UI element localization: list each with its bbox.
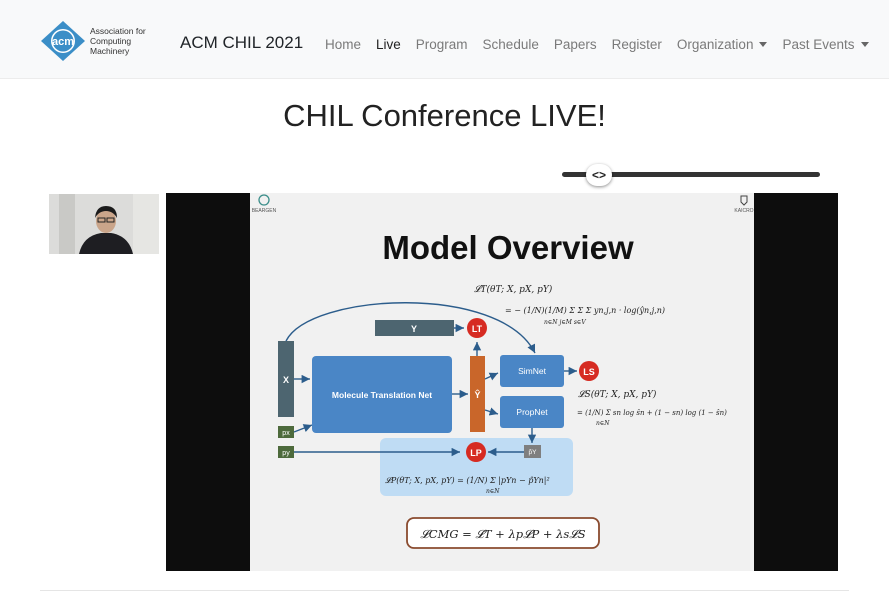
ls-loss-circle bbox=[579, 361, 599, 381]
nav-home[interactable]: Home bbox=[325, 37, 362, 52]
simnet-label: SimNet bbox=[518, 366, 547, 376]
lt-equation-sub: n∈N j∈M s∈V bbox=[544, 319, 586, 326]
px-box bbox=[278, 426, 294, 438]
lp-equation-sub: n∈N bbox=[486, 488, 500, 495]
lp-equation: 𝓛P(θT; X, pX, pY) = (1/N) Σ |pYn − p̂Yn|… bbox=[385, 476, 550, 485]
ls-equation-sub: n∈N bbox=[596, 420, 610, 427]
kaicro-logo: KAICRO bbox=[734, 195, 754, 214]
molecule-translation-net-box bbox=[312, 356, 452, 433]
lp-loss-label: LP bbox=[470, 448, 482, 458]
logo-line-2: Computing Machinery bbox=[90, 36, 132, 56]
beargen-logo-text: BEARGEN bbox=[252, 208, 277, 214]
nav-organization-label: Organization bbox=[676, 37, 754, 52]
caret-down-icon bbox=[759, 42, 768, 47]
caret-down-icon bbox=[860, 42, 869, 47]
lt-loss-circle bbox=[467, 318, 487, 338]
propnet-box bbox=[500, 396, 564, 428]
presentation-slide: BEARGEN KAICRO Model Overview 𝓛T(θT; X, … bbox=[250, 193, 754, 571]
acm-logo[interactable]: acm Association for Computing Machinery bbox=[40, 20, 170, 61]
model-overview-diagram: BEARGEN KAICRO Model Overview 𝓛T(θT; X, … bbox=[252, 194, 754, 549]
brand-title[interactable]: ACM CHIL 2021 bbox=[180, 33, 304, 52]
nav-organization-dropdown[interactable]: Organization bbox=[677, 37, 768, 52]
kaicro-logo-text: KAICRO bbox=[734, 208, 753, 214]
px-box-label: px bbox=[282, 430, 290, 437]
footer-divider bbox=[40, 590, 849, 591]
py-box-label: py bbox=[282, 450, 290, 457]
video-player[interactable]: BEARGEN KAICRO Model Overview 𝓛T(θT; X, … bbox=[166, 193, 838, 571]
lt-equation-line-2: = − (1/N)(1/M) Σ Σ Σ yn,j,n · log(ŷn,j,n… bbox=[505, 306, 665, 315]
simnet-box bbox=[500, 355, 564, 387]
x-box bbox=[278, 341, 294, 417]
nav-schedule[interactable]: Schedule bbox=[482, 37, 539, 52]
y-hat-label: Ŷ bbox=[474, 389, 480, 400]
mtn-label: Molecule Translation Net bbox=[332, 390, 432, 400]
page-title: CHIL Conference LIVE! bbox=[283, 98, 606, 133]
y-box bbox=[375, 320, 454, 336]
x-box-label: X bbox=[283, 375, 289, 385]
nav-past-events-label: Past Events bbox=[782, 37, 855, 52]
propnet-label: PropNet bbox=[516, 407, 548, 417]
layout-slider-handle[interactable]: <> bbox=[586, 164, 612, 186]
speaker-video-image bbox=[49, 194, 159, 254]
navbar: acm Association for Computing Machinery … bbox=[0, 0, 889, 79]
nav-past-events-dropdown[interactable]: Past Events bbox=[782, 37, 869, 52]
ls-equation-line-2: = (1/N) Σ sn log ŝn + (1 − sn) log (1 − … bbox=[577, 409, 727, 417]
lt-equation-line-1: 𝓛T(θT; X, pX, pY) bbox=[474, 284, 553, 295]
total-loss-box bbox=[406, 517, 600, 549]
lp-loss-circle bbox=[466, 442, 486, 462]
speaker-webcam bbox=[49, 194, 159, 254]
logo-line-1: Association for bbox=[90, 26, 146, 36]
ls-equation-line-1: 𝓛S(θT; X, pX, pY) bbox=[578, 389, 657, 400]
logo-mark: acm bbox=[52, 36, 74, 48]
nav-program[interactable]: Program bbox=[415, 37, 468, 52]
x-to-simnet-arrow bbox=[285, 302, 536, 354]
total-loss-equation: 𝓛CMG = 𝓛T + λp𝓛P + λs𝓛S bbox=[420, 527, 585, 541]
y-box-label: Y bbox=[411, 324, 417, 334]
lt-loss-label: LT bbox=[472, 324, 483, 334]
layout-slider-track[interactable] bbox=[562, 172, 820, 177]
nav-register[interactable]: Register bbox=[611, 37, 662, 52]
nav-papers[interactable]: Papers bbox=[553, 37, 597, 52]
logo-text: Association for Computing Machinery bbox=[90, 26, 170, 56]
py-hat-box bbox=[524, 445, 541, 458]
py-box bbox=[278, 446, 294, 458]
nav-menu: Home Live Program Schedule Papers Regist… bbox=[325, 37, 884, 52]
py-hat-label: p̂Y bbox=[528, 449, 537, 456]
ls-loss-label: LS bbox=[583, 367, 595, 377]
acm-diamond-icon: acm bbox=[41, 21, 85, 61]
y-hat-box bbox=[470, 356, 485, 432]
slide-title: Model Overview bbox=[382, 229, 634, 266]
nav-live[interactable]: Live bbox=[376, 37, 401, 52]
beargen-logo: BEARGEN bbox=[252, 194, 277, 214]
